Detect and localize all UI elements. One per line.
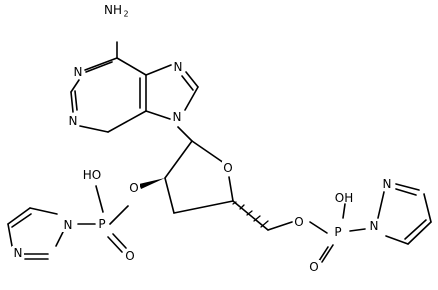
stereo-wedge-o3 bbox=[139, 178, 165, 189]
right-imidazole-n1-label: N bbox=[370, 219, 379, 233]
stereo-hash-c5 bbox=[232, 201, 269, 228]
p3-label: P bbox=[98, 217, 105, 231]
bonds bbox=[7, 41, 432, 265]
right-imidazole-n3-label: N bbox=[383, 177, 392, 191]
p5-oh-label: OH bbox=[335, 191, 353, 205]
purine-n3-label: N bbox=[69, 114, 78, 128]
p3-oxo-label: O bbox=[125, 249, 134, 263]
purine-n7-label: N bbox=[174, 60, 183, 74]
left-imidazole-n1-label: N bbox=[64, 218, 73, 232]
amine-label: NH bbox=[104, 3, 122, 17]
p5-label: P bbox=[334, 225, 341, 239]
amine-subscript: 2 bbox=[123, 10, 128, 19]
purine-n9-label: N bbox=[173, 110, 182, 124]
left-imidazole-n3-label: N bbox=[14, 246, 23, 260]
purine-n1-label: N bbox=[74, 65, 83, 79]
o5-label: O bbox=[294, 215, 303, 229]
o3-label: O bbox=[129, 181, 138, 195]
p5-oxo-label: O bbox=[309, 260, 318, 274]
atom-labels: NH 2 N N N N O O HO P O N N O P OH O N bbox=[12, 3, 393, 274]
p3-oh-label: HO bbox=[83, 168, 101, 182]
ring-oxygen-label: O bbox=[223, 161, 232, 175]
